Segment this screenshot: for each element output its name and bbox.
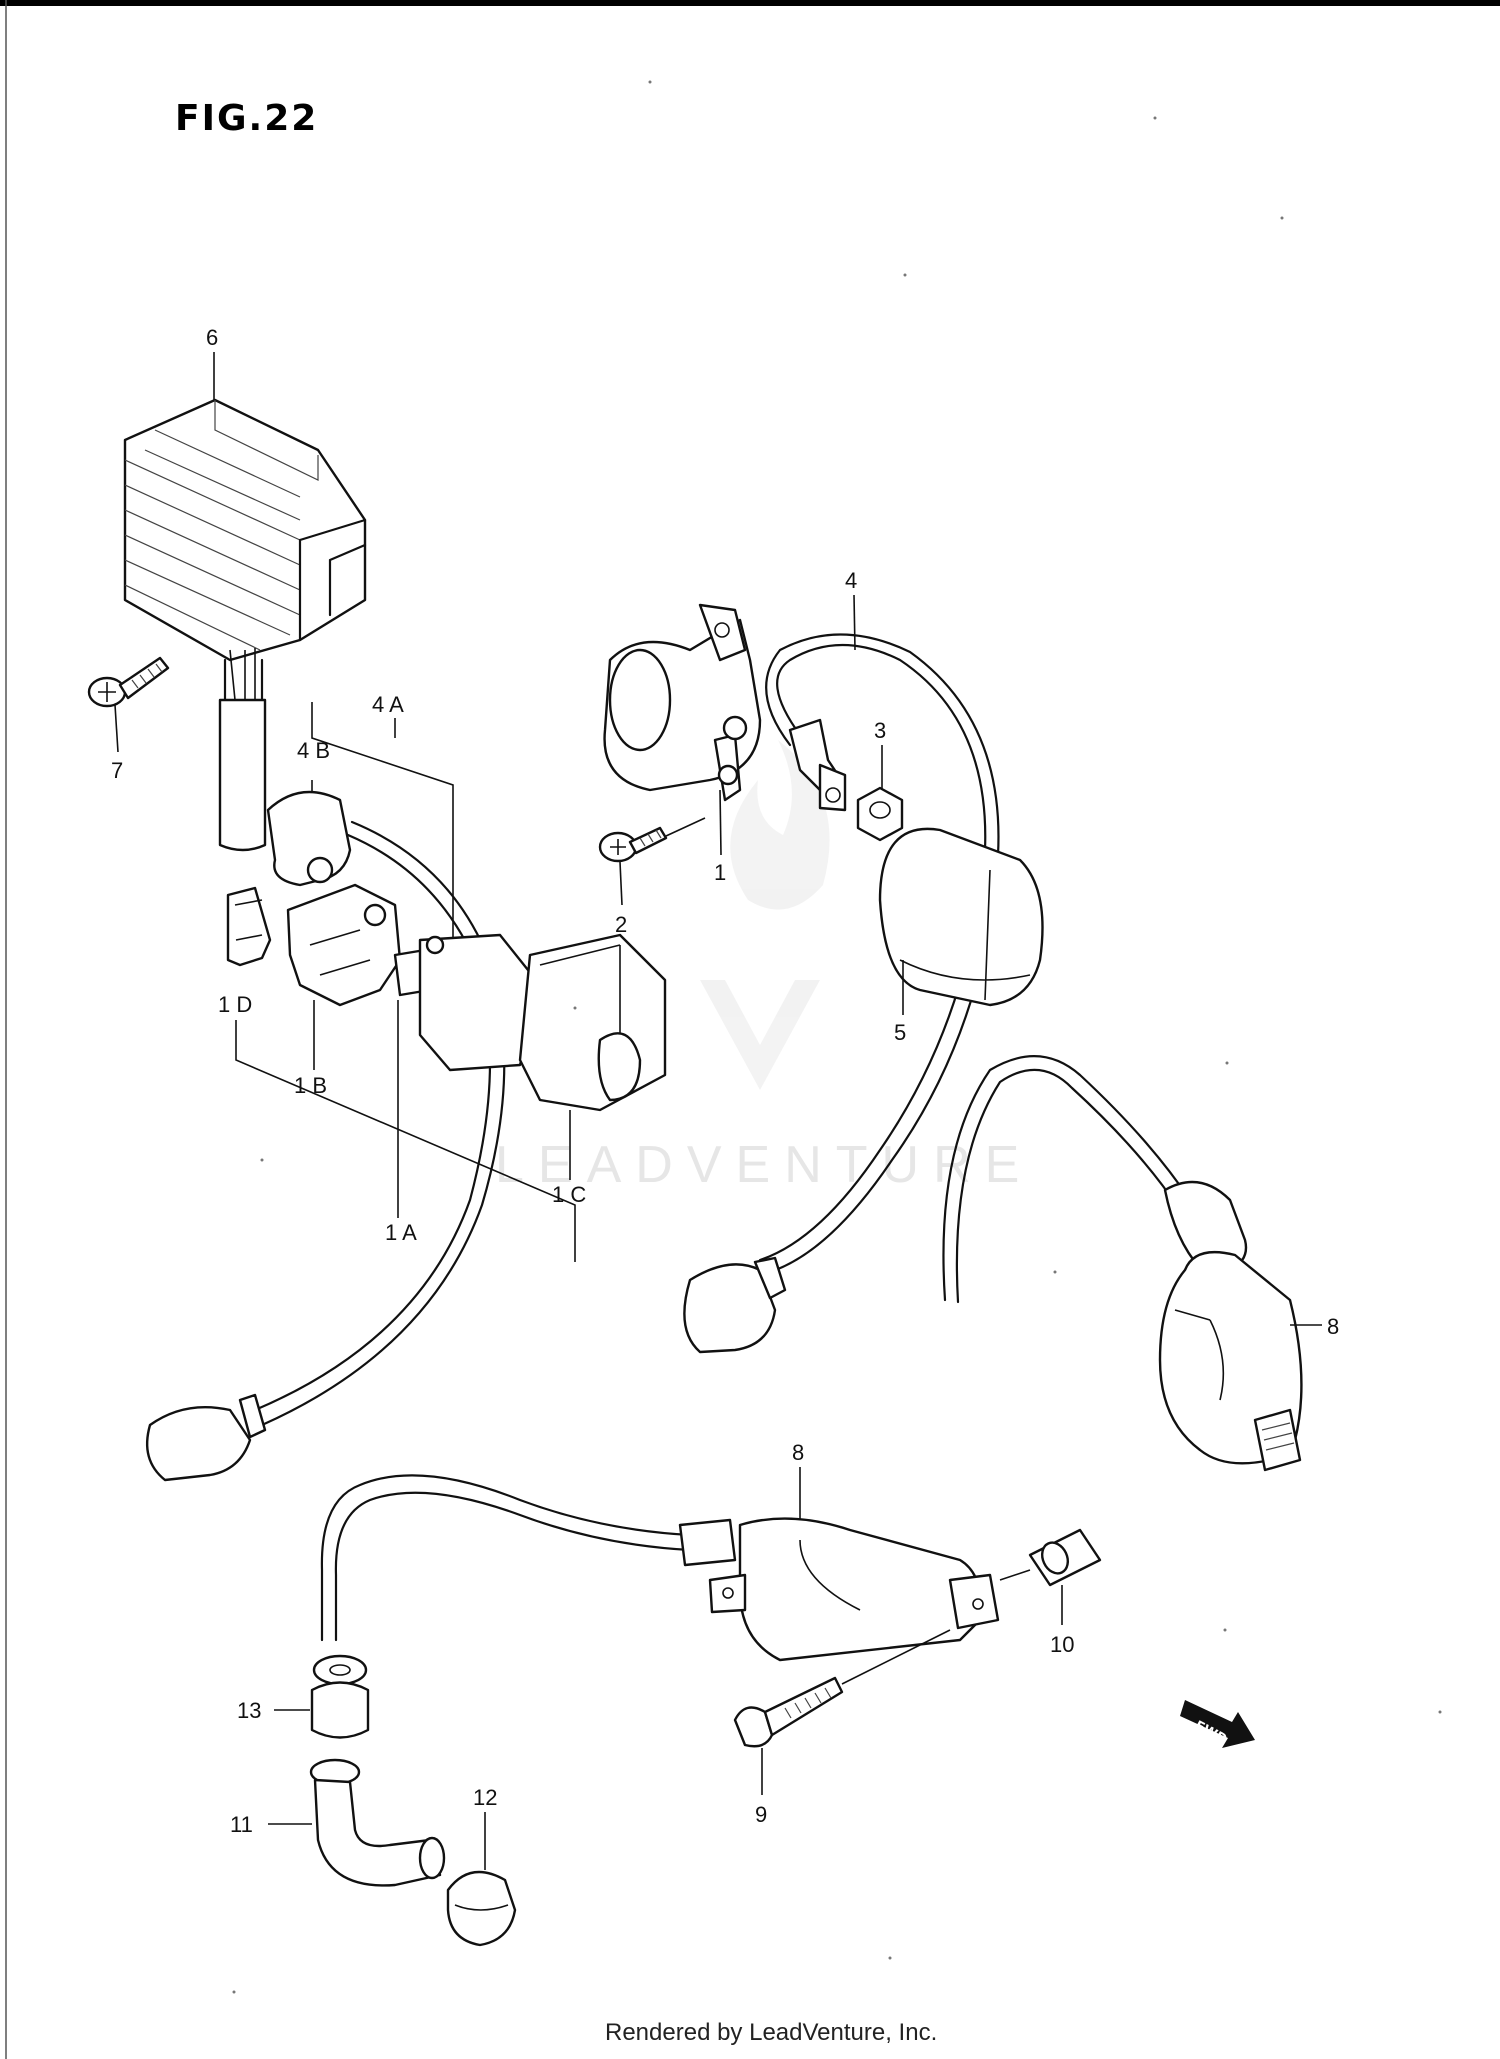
callout-8a: 8 [1327,1314,1339,1339]
watermark-logo [700,740,830,1090]
callout-4B: 4 B [297,738,330,763]
callout-11: 11 [230,1812,253,1837]
part-11-plug-cap [309,1758,446,1887]
fwd-arrow-icon: FWD [1180,1700,1255,1748]
leader-2 [619,861,623,906]
callout-10: 10 [1050,1632,1074,1657]
part-10-spacer [999,1528,1102,1587]
callout-7: 7 [111,758,123,783]
part-4-spark-plug-cable-right [683,633,1000,1354]
figure-title: FIG.22 [175,98,318,139]
callout-1C: 1 C [552,1182,586,1207]
bracket-1 [235,1020,576,1262]
callout-8b: 8 [792,1440,804,1465]
top-border [0,0,1500,6]
part-3-nut [856,786,904,842]
callout-6: 6 [206,325,218,350]
part-1C-starter-relay [418,933,667,1112]
part-8-ignition-coil-right [942,1055,1303,1472]
callout-13: 13 [237,1698,261,1723]
part-13-grommet [310,1654,370,1739]
part-1D-fuse [226,886,272,967]
part-6-regulator [123,398,367,852]
watermark-text: LEADVENTURE [495,1136,1033,1194]
callout-1: 1 [714,860,726,885]
part-2-screw [598,817,706,863]
callout-4: 4 [845,568,857,593]
part-7-screw [87,656,170,708]
callout-5: 5 [894,1020,906,1045]
callout-3: 3 [874,718,886,743]
part-12-cap [446,1870,517,1947]
part-8-ignition-coil-bottom [320,1474,1000,1662]
callout-9: 9 [755,1802,767,1827]
part-1-relay [603,603,762,802]
callout-1B: 1 B [294,1073,327,1098]
callout-12: 12 [473,1785,497,1810]
callout-1A: 1 A [385,1220,417,1245]
callout-1D: 1 D [218,992,252,1017]
part-5-boot [878,827,1044,1007]
part-9-bolt [733,1629,951,1748]
callout-2: 2 [615,912,627,937]
leader-7 [114,704,119,753]
part-4-spark-plug-cable-left [146,790,506,1482]
leader-4 [853,594,856,651]
leader-1 [719,789,722,856]
callout-4A: 4 A [372,692,404,717]
scan-specks [232,80,1442,1994]
footer-credit: Rendered by LeadVenture, Inc. [605,2019,937,2046]
part-1B-fuse-holder [286,883,432,1007]
